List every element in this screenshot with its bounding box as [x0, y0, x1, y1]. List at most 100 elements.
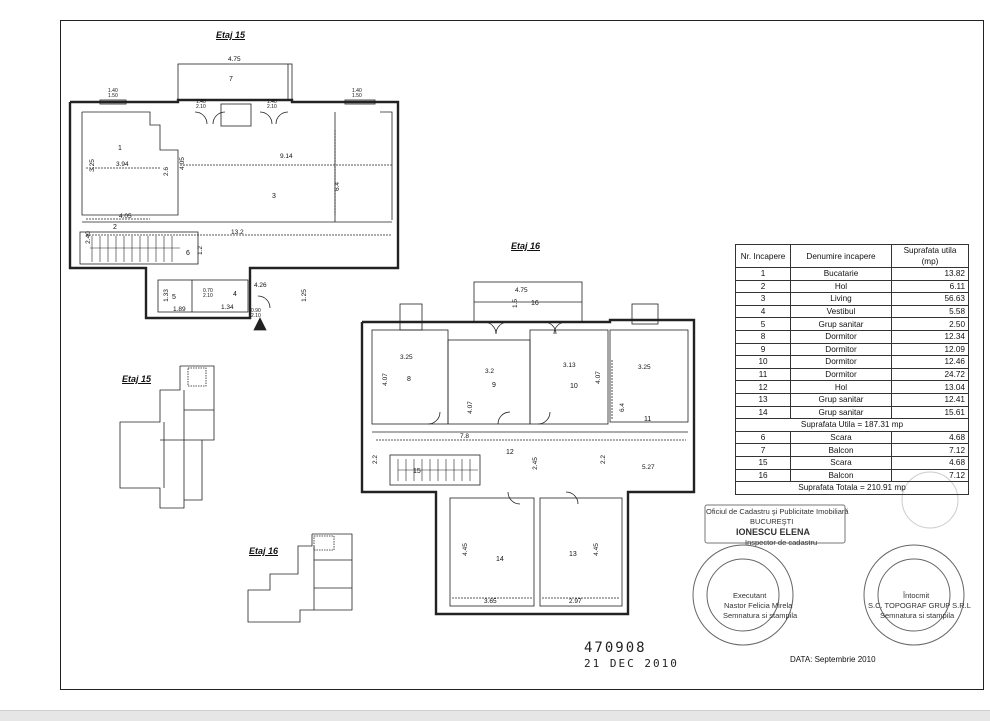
col-header: Nr. Incapere [735, 244, 791, 268]
dim: 4.07 [466, 401, 474, 414]
room-label: 15 [413, 468, 421, 475]
stamp-ocpi-line2: BUCUREŞTI [750, 517, 794, 526]
dim: 4.75 [228, 56, 241, 63]
col-header: Denumire incapere [790, 244, 892, 268]
dim: 0.70 2.10 [203, 288, 213, 299]
dim: 1.40 1.50 [108, 88, 118, 99]
table-cell-name: Hol [790, 380, 892, 394]
table-cell-name: Grup sanitar [790, 392, 892, 407]
table-cell-area: 15.61 [891, 405, 969, 420]
table-cell-area: 13.04 [891, 380, 969, 394]
table-cell-nr: 1 [735, 267, 791, 281]
viewer-bottom-bar [0, 710, 990, 721]
room-label: 1 [118, 145, 122, 152]
stair-15 [389, 454, 481, 486]
room-label: 4 [233, 291, 237, 298]
table-cell-nr: 13 [735, 392, 791, 407]
table-cell-name: Hol [790, 279, 892, 294]
stamp-ocpi-line1: Oficiul de Cadastru şi Publicitate Imobi… [706, 507, 849, 516]
balcony-7 [177, 63, 293, 101]
dim: 7.8 [460, 433, 470, 440]
stamp-exec-person: Nastor Felicia Mirela [724, 601, 793, 610]
table-cell-nr: 7 [735, 443, 791, 457]
dim: 1.40 2.10 [267, 99, 277, 110]
table-cell-name: Scara [790, 430, 892, 445]
dim: 2.2 [600, 454, 608, 465]
table-cell-nr: 15 [735, 455, 791, 470]
dim: 1.2 [197, 245, 205, 256]
table-cell-name: Dormitor [790, 355, 892, 369]
dim: 4.26 [254, 282, 267, 289]
page-frame [60, 20, 984, 690]
stamp-ocpi-role: Inspector de cadastru [745, 538, 818, 547]
etaj16-key-plan [247, 533, 353, 623]
table-cell-area: 7.12 [891, 443, 969, 457]
table-cell-name: Grup sanitar [790, 317, 892, 331]
room-label: 7 [229, 76, 233, 83]
table-cell-area: 7.12 [891, 468, 969, 483]
dim: 0.90 2.10 [251, 308, 261, 319]
table-cell-area: 4.68 [891, 430, 969, 445]
table-cell-nr: 10 [735, 355, 791, 369]
etaj16-title: Etaj 16 [511, 241, 541, 251]
table-cell-nr: 14 [735, 405, 791, 420]
dim: 2.45 [531, 457, 539, 470]
table-cell-area: 13.82 [891, 267, 969, 281]
dim: 4.45 [592, 543, 600, 556]
stamp-seals [692, 471, 965, 646]
dim: 5.27 [642, 464, 655, 471]
table-header-row: Nr. Incapere Denumire incapere Suprafata… [735, 244, 969, 268]
dim: 4.75 [515, 287, 528, 294]
table-cell-name: Grup sanitar [790, 405, 892, 420]
area-table: Nr. Incapere Denumire incapere Suprafata… [735, 244, 969, 495]
table-cell-nr: 12 [735, 380, 791, 394]
table-cell-nr: 6 [735, 430, 791, 445]
table-cell-name: Dormitor [790, 367, 892, 382]
etaj15-title: Etaj 15 [216, 30, 246, 40]
dim: 3.65 [484, 598, 497, 605]
room-label: 8 [407, 376, 411, 383]
table-cell-nr: 3 [735, 292, 791, 306]
dim: 1.25 [300, 289, 308, 302]
dim: 4.07 [594, 371, 602, 384]
stamp-company-label: Întocmit [903, 591, 930, 600]
table-cell-area: 6.11 [891, 279, 969, 294]
table-cell-area: 2.50 [891, 317, 969, 331]
table-cell-nr: 11 [735, 367, 791, 382]
dim: 3.13 [563, 362, 576, 369]
table-summary-row: Suprafata Totala = 210.91 mp [735, 481, 969, 495]
table-cell-name: Living [790, 292, 892, 306]
etaj16-plan [360, 318, 696, 616]
dim: 6.4 [334, 181, 342, 192]
room-1-walls [81, 111, 179, 216]
room-label: 14 [496, 556, 504, 563]
etaj16-key-title: Etaj 16 [249, 546, 279, 556]
dim: 3.25 [638, 364, 651, 371]
room-label: 3 [272, 193, 276, 200]
dims15-openings: 1.40 1.50 1.40 2.10 1.40 2.10 1.40 1.50 … [0, 0, 362, 319]
dim: 6.4 [619, 402, 627, 413]
table-cell-name: Balcon [790, 443, 892, 457]
table-cell-name: Dormitor [790, 329, 892, 344]
dim: 4.05 [119, 213, 132, 220]
col-header: Suprafata utila (mp) [891, 244, 969, 268]
dim: 3.25 [88, 159, 96, 172]
registration-date: 21 DEC 2010 [584, 657, 679, 670]
room-label: 11 [644, 416, 652, 423]
room-label: 5 [172, 294, 176, 301]
